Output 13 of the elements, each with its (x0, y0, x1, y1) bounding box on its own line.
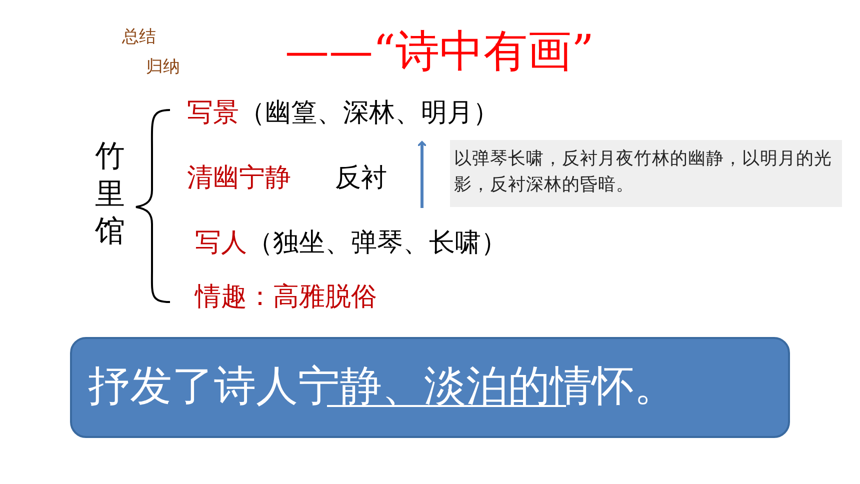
item-list: （独坐、弹琴、长啸） (247, 230, 507, 256)
stamp-text: 总结 (122, 29, 156, 46)
summary-box: 抒发了诗人宁静、淡泊的情怀。 (70, 337, 790, 438)
category-label: 写景 (187, 100, 239, 126)
feature-label: 情趣：高雅脱俗 (195, 284, 377, 310)
relation-label: 反衬 (335, 165, 387, 191)
note-box: 以弹琴长啸，反衬月夜竹林的幽静，以明月的光影，反衬深林的昏暗。 (450, 140, 842, 207)
item-list: （幽篁、深林、明月） (239, 100, 499, 126)
category-label: 写人 (195, 230, 247, 256)
vertical-heading: 竹里馆 (94, 138, 126, 250)
feature-label: 清幽宁静 (187, 165, 291, 191)
title: ——“诗中有画” (285, 30, 594, 74)
stamp-text: 归纳 (146, 59, 180, 76)
